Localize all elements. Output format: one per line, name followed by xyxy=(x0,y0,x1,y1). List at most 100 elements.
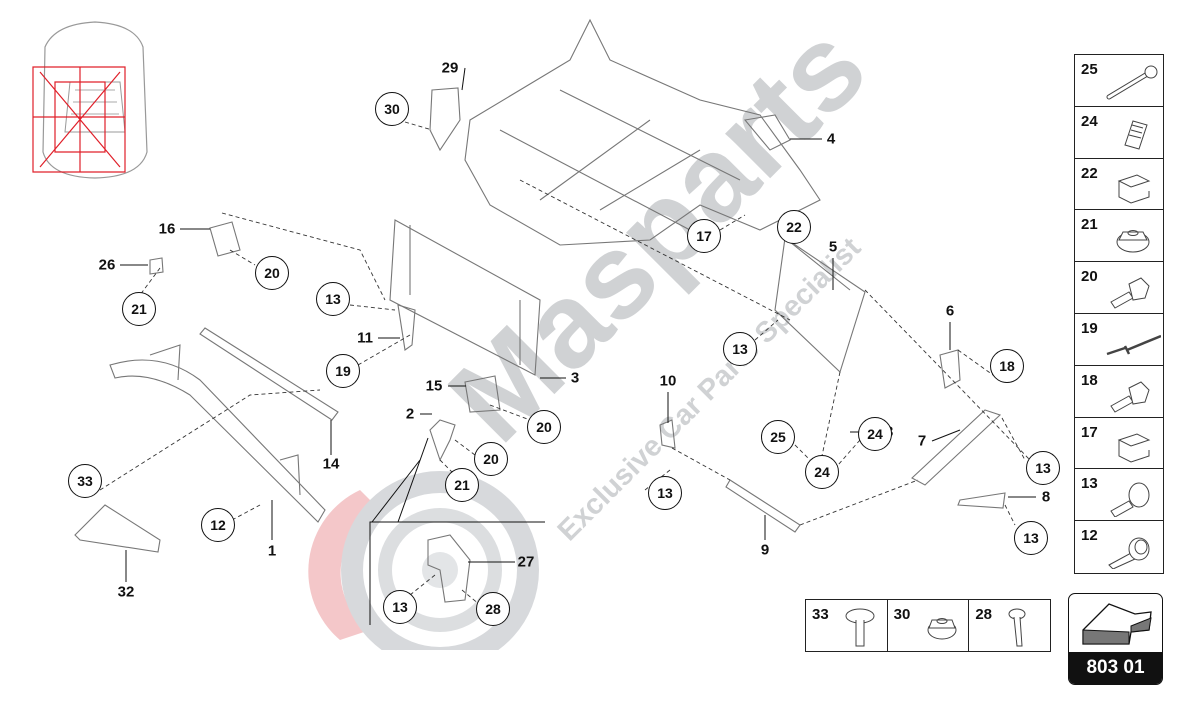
callout-15: 15 xyxy=(425,377,443,395)
crossmember-14 xyxy=(199,327,339,421)
flange-nut-icon xyxy=(1116,230,1150,253)
circled-callout-24: 24 xyxy=(858,417,892,451)
fastener-number: 17 xyxy=(1081,423,1098,441)
fastener-number: 13 xyxy=(1081,475,1098,493)
bracket-29 xyxy=(429,87,461,152)
callout-26: 26 xyxy=(98,256,116,274)
brace-5 xyxy=(774,237,866,374)
fastener-number: 22 xyxy=(1081,164,1098,182)
bracket-16 xyxy=(209,221,241,257)
callout-11: 11 xyxy=(357,329,373,347)
front-subframe xyxy=(464,18,821,246)
fastener-24: 24 xyxy=(1075,107,1163,159)
fastener-number: 25 xyxy=(1081,61,1098,78)
callout-9: 9 xyxy=(760,541,770,559)
circled-callout-20: 20 xyxy=(527,410,561,444)
page-code: 803 01 xyxy=(1069,652,1162,684)
circled-callout-17: 17 xyxy=(687,219,721,253)
callout-29: 29 xyxy=(441,59,459,77)
callout-5: 5 xyxy=(828,238,838,256)
circled-callout-30: 30 xyxy=(375,92,409,126)
pan-head-screw-icon xyxy=(845,608,875,647)
callout-4: 4 xyxy=(826,130,836,148)
circled-callout-20: 20 xyxy=(474,442,508,476)
circled-callout-24: 24 xyxy=(805,455,839,489)
long-bolt-icon xyxy=(1106,65,1158,100)
callout-8: 8 xyxy=(1041,488,1051,506)
circled-callout-12: 12 xyxy=(201,508,235,542)
fastener-number: 21 xyxy=(1081,216,1098,234)
strut-7 xyxy=(911,409,1002,486)
exploded-parts-art xyxy=(74,18,1036,625)
mount-15 xyxy=(464,375,501,413)
callout-6: 6 xyxy=(945,302,955,320)
fastener-number: 30 xyxy=(893,606,911,623)
bottom-fastener-panel: 33 30 28 xyxy=(805,599,1051,652)
bolt-icon xyxy=(1008,608,1026,647)
blind-rivet-icon xyxy=(1106,334,1161,356)
fastener-18: 18 xyxy=(1075,366,1163,418)
circled-callout-13: 13 xyxy=(316,282,350,316)
circled-callout-13: 13 xyxy=(383,590,417,624)
bracket-8 xyxy=(957,492,1006,509)
fastener-20: 20 xyxy=(1075,262,1163,314)
frame-3 xyxy=(389,219,541,376)
circled-callout-20: 20 xyxy=(255,256,289,290)
flange-bolt-icon xyxy=(1110,381,1150,413)
fastener-number: 33 xyxy=(812,606,829,623)
circled-callout-33: 33 xyxy=(68,464,102,498)
fastener-number: 19 xyxy=(1081,319,1098,337)
pan-head-bolt-icon xyxy=(1110,482,1150,518)
circled-callout-13: 13 xyxy=(723,332,757,366)
bracket-10 xyxy=(659,419,676,449)
fastener-number: 12 xyxy=(1081,527,1098,545)
clip-26 xyxy=(149,257,164,275)
callout-3: 3 xyxy=(570,369,580,387)
callout-32: 32 xyxy=(117,583,135,601)
circled-callout-13: 13 xyxy=(648,476,682,510)
circled-callout-25: 25 xyxy=(761,420,795,454)
rail-9 xyxy=(725,479,801,533)
fastener-33: 33 xyxy=(806,600,888,651)
circled-callout-21: 21 xyxy=(445,468,479,502)
callout-16: 16 xyxy=(158,220,176,238)
car-overview-icon xyxy=(32,21,148,179)
callout-1: 1 xyxy=(267,542,277,560)
fastener-22: 22 xyxy=(1075,159,1163,211)
circled-callout-21: 21 xyxy=(122,292,156,326)
flange-nut-icon xyxy=(927,618,957,640)
circled-callout-19: 19 xyxy=(326,354,360,388)
fastener-25: 25 xyxy=(1075,55,1163,107)
rivet-nut-icon xyxy=(1124,120,1148,150)
callout-10: 10 xyxy=(659,372,677,390)
flange-bolt-icon xyxy=(1110,277,1150,309)
callout-27: 27 xyxy=(517,553,535,571)
washer-bolt-icon xyxy=(1108,537,1150,570)
fastener-number: 28 xyxy=(975,606,993,623)
clip-nut-icon xyxy=(1117,174,1151,204)
circled-callout-18: 18 xyxy=(990,349,1024,383)
fastener-21: 21 xyxy=(1075,210,1163,263)
clip-nut-icon xyxy=(1117,433,1151,463)
bracket-11 xyxy=(397,304,416,351)
callout-14: 14 xyxy=(322,455,340,473)
fastener-13: 13 xyxy=(1075,469,1163,522)
page-code-badge: 803 01 xyxy=(1068,593,1163,685)
fastener-28: 28 xyxy=(969,600,1050,651)
fastener-number: 20 xyxy=(1081,268,1098,286)
bumper-beam-1 xyxy=(109,359,326,523)
fastener-17: 17 xyxy=(1075,418,1163,470)
direction-arrow-icon xyxy=(1082,603,1152,645)
callout-7: 7 xyxy=(917,432,927,450)
fastener-30: 30 xyxy=(888,600,970,651)
fastener-number: 24 xyxy=(1081,112,1098,130)
fastener-12: 12 xyxy=(1075,521,1163,573)
fastener-19: 19 xyxy=(1075,314,1163,366)
bracket-4 xyxy=(743,114,791,151)
bracket-27 xyxy=(427,534,471,603)
bracket-6 xyxy=(939,349,961,389)
fastener-number: 18 xyxy=(1081,371,1098,389)
circled-callout-13: 13 xyxy=(1026,451,1060,485)
circled-callout-13: 13 xyxy=(1014,521,1048,555)
